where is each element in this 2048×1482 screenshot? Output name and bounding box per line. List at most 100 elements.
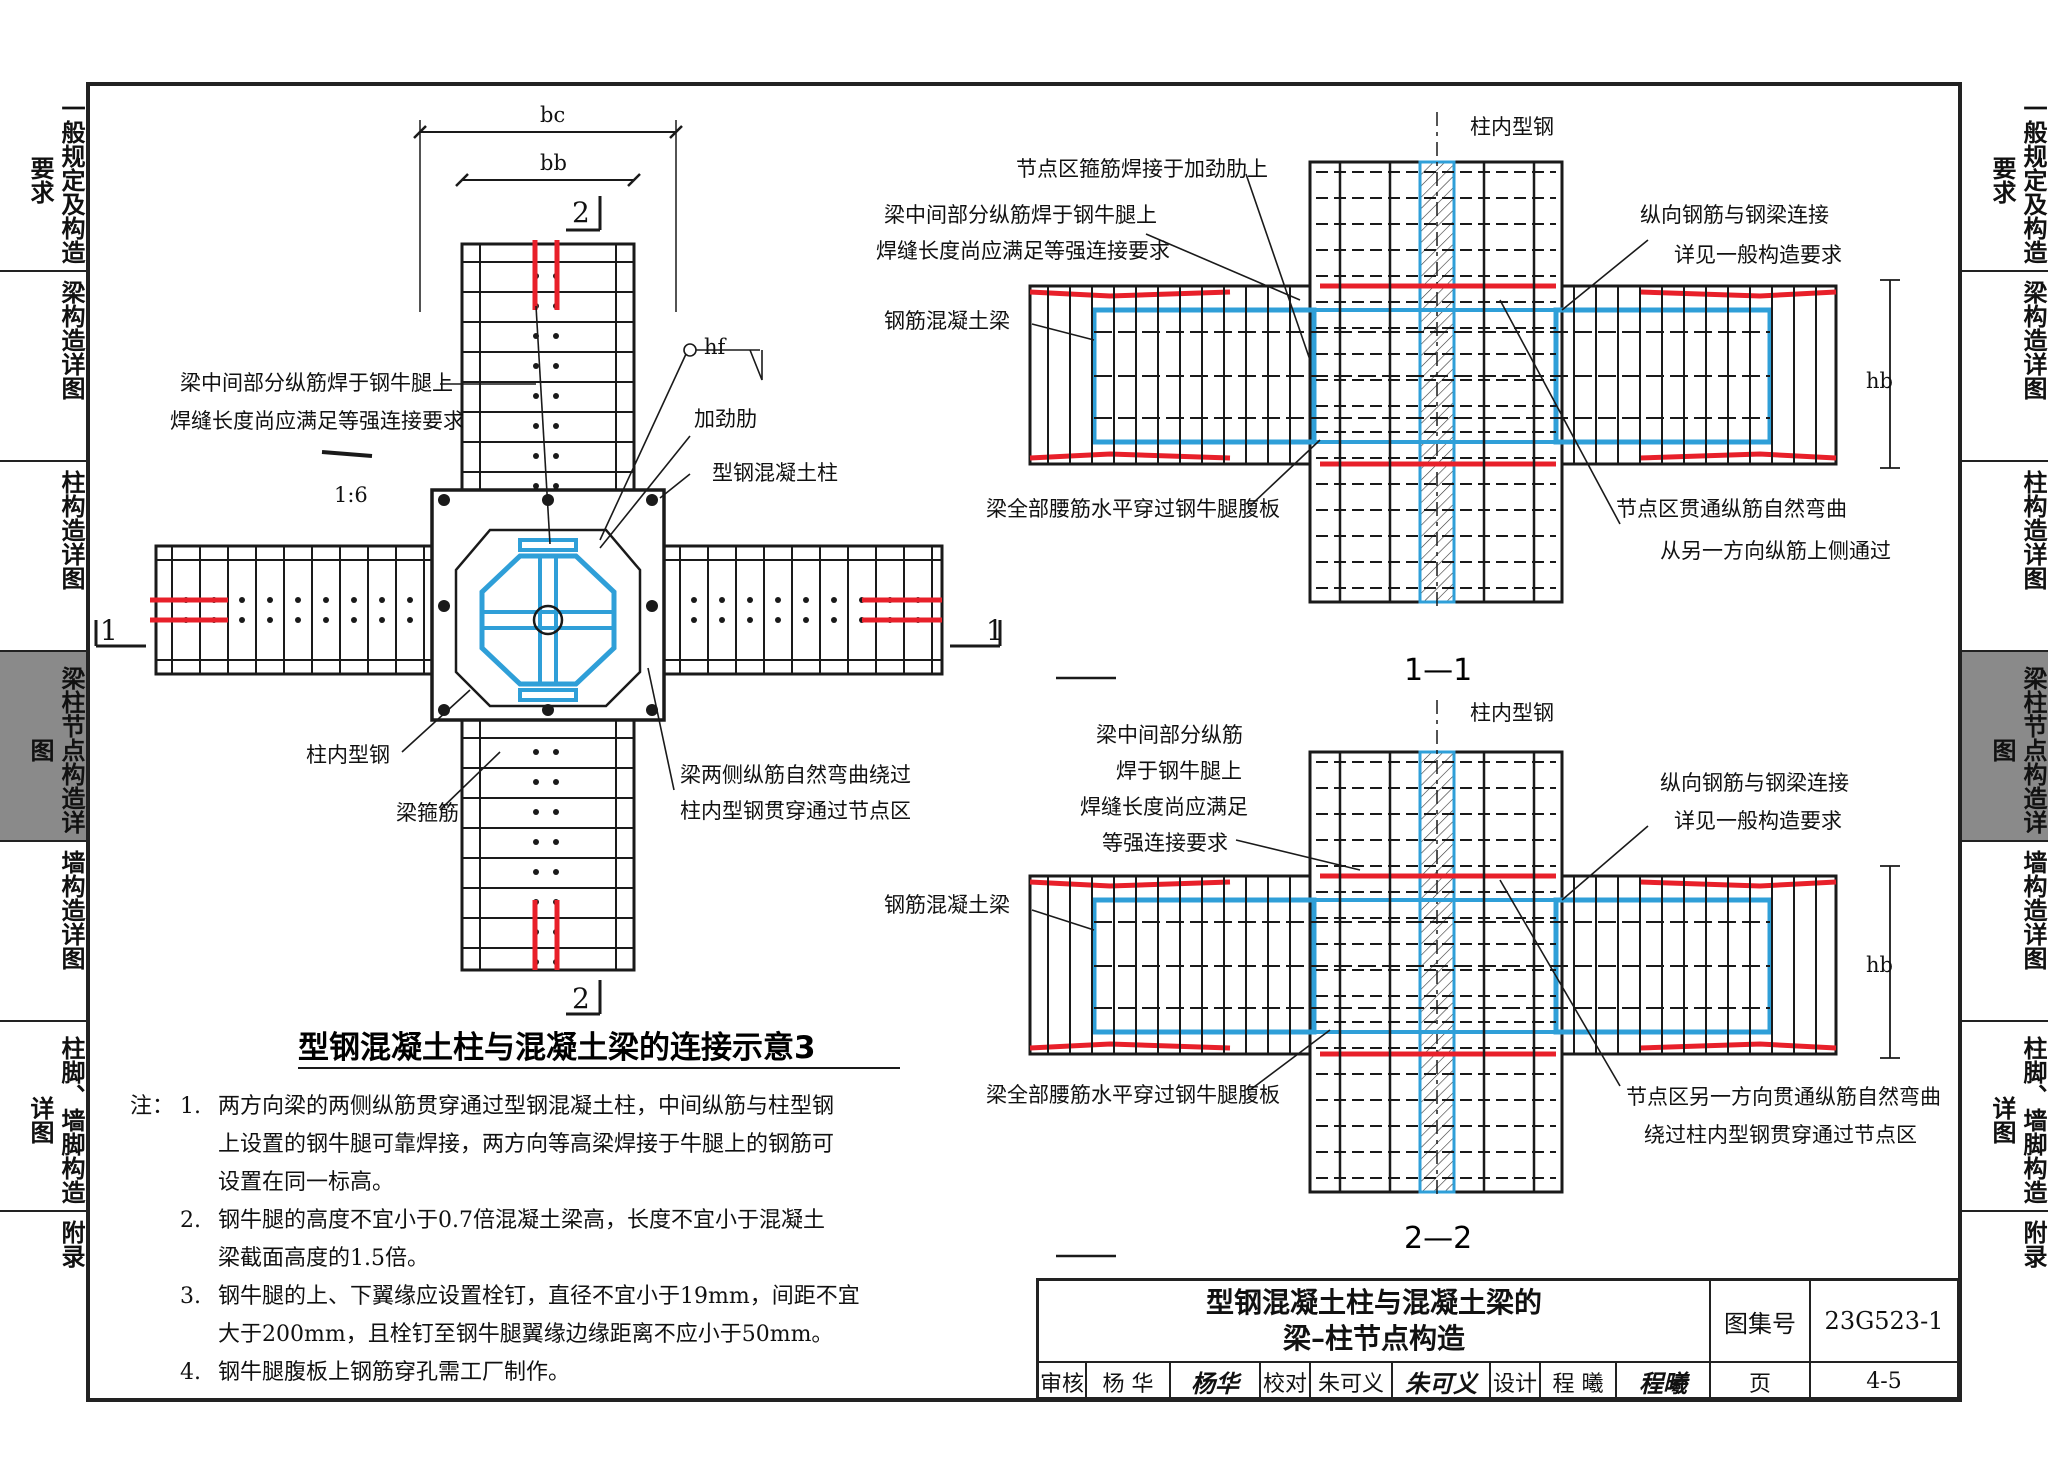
tab-appendix-right[interactable]: 附录 — [1962, 1212, 2048, 1402]
note-line: 大于200mm，且栓钉至钢牛腿翼缘边缘距离不应小于50mm。 — [218, 1322, 834, 1347]
section-markers — [94, 196, 1002, 1016]
dim-bc-label: bc — [540, 103, 565, 127]
plan-leaders — [321, 305, 763, 811]
tab-beam-details-left[interactable]: 梁构造详图 — [0, 272, 86, 462]
tab-wall-details-right[interactable]: 墙构造详图 — [1962, 842, 2048, 1022]
rebar-dot — [553, 839, 559, 845]
designer-signature: 程曦 — [1617, 1363, 1711, 1400]
plan-drawing — [154, 120, 944, 972]
s11-weld-line1: 梁中间部分纵筋焊于钢牛腿上 — [884, 203, 1157, 227]
rebar-dot — [553, 869, 559, 875]
s22-bend-line2: 绕过柱内型钢贯穿通过节点区 — [1644, 1123, 1917, 1147]
tab-beam-details-right[interactable]: 梁构造详图 — [1962, 272, 2048, 462]
right-chapter-tabs: 一般规定及构造要求 梁构造详图 柱构造详图 梁柱节点构造详图 墙构造详图 柱脚、… — [1962, 82, 2048, 1402]
section-2-bottom-label: 2 — [572, 982, 590, 1015]
note-number: 3. — [180, 1284, 201, 1309]
rebar-dot — [803, 617, 809, 623]
plan-drawing-title: 型钢混凝土柱与混凝土梁的连接示意3 — [298, 1030, 816, 1066]
rebar-dot — [407, 617, 413, 623]
dim-bb-label: bb — [540, 151, 567, 175]
tab-column-details-right[interactable]: 柱构造详图 — [1962, 462, 2048, 652]
weld-note-line2: 焊缝长度尚应满足等强连接要求 — [170, 409, 464, 433]
column-bar — [438, 494, 450, 506]
section-1-right-label: 1 — [986, 614, 1004, 647]
s22-conn-line1: 纵向钢筋与钢梁连接 — [1660, 771, 1849, 795]
s22-weld-line1: 梁中间部分纵筋 — [1096, 723, 1243, 747]
tab-general-rules-right[interactable]: 一般规定及构造要求 — [1962, 82, 2048, 272]
atlas-number-value: 23G523-1 — [1811, 1281, 1957, 1363]
drawing-title-line1: 型钢混凝土柱与混凝土梁的 — [1205, 1286, 1542, 1319]
tab-appendix-left[interactable]: 附录 — [0, 1212, 86, 1402]
rebar-dot — [553, 749, 559, 755]
s22-rc-beam-label: 钢筋混凝土梁 — [884, 893, 1010, 917]
s11-conn-line2: 详见一般构造要求 — [1674, 243, 1842, 267]
s11-steel-label: 柱内型钢 — [1470, 115, 1554, 139]
section-2-2-bars — [1047, 752, 1817, 1192]
section-1-1-bars — [1047, 162, 1817, 602]
s11-weld-line2: 焊缝长度尚应满足等强连接要求 — [876, 239, 1170, 263]
rebar-dot — [407, 597, 413, 603]
s11-bend-line1: 节点区贯通纵筋自然弯曲 — [1616, 497, 1847, 521]
check-label: 校对 — [1261, 1363, 1311, 1400]
rebar-dot — [533, 453, 539, 459]
plan-labels: bc bb hf 1:6 1 1 2 2 梁中间部分纵筋焊于钢牛腿上 焊缝长度尚… — [100, 103, 1004, 1069]
note-line: 钢牛腿的高度不宜小于0.7倍混凝土梁高，长度不宜小于混凝土 — [218, 1208, 825, 1233]
s11-conn-line1: 纵向钢筋与钢梁连接 — [1640, 203, 1829, 227]
note-number: 4. — [180, 1360, 201, 1385]
note-line: 钢牛腿腹板上钢筋穿孔需工厂制作。 — [218, 1360, 571, 1385]
title-block: 型钢混凝土柱与混凝土梁的 梁–柱节点构造 图集号 23G523-1 审核 杨 华… — [1036, 1278, 1960, 1400]
rebar-dot — [323, 597, 329, 603]
tab-column-details-left[interactable]: 柱构造详图 — [0, 462, 86, 652]
tab-label: 一般规定及构造要求 — [26, 96, 85, 264]
tab-label: 柱构造详图 — [2019, 470, 2047, 590]
steel-in-column-label: 柱内型钢 — [306, 743, 390, 767]
tab-general-rules-left[interactable]: 一般规定及构造要求 — [0, 82, 86, 272]
column-bar — [438, 600, 450, 612]
tab-label: 梁构造详图 — [57, 280, 85, 400]
drawing-frame — [86, 82, 1962, 1402]
column-bar — [438, 704, 450, 716]
tab-label: 梁柱节点构造详图 — [26, 666, 85, 834]
note-item-3: 3. 钢牛腿的上、下翼缘应设置栓钉，直径不宜小于19mm，间距不宜 大于200m… — [130, 1278, 920, 1354]
note-item-2: 2. 钢牛腿的高度不宜小于0.7倍混凝土梁高，长度不宜小于混凝土 梁截面高度的1… — [130, 1202, 920, 1278]
tab-footing-details-right[interactable]: 柱脚、墙脚构造详图 — [1962, 1022, 2048, 1212]
designer-name: 程 曦 — [1541, 1363, 1617, 1400]
notes-head: 注： — [130, 1094, 175, 1119]
plan-rebar-ends — [150, 240, 942, 970]
rebar-dot — [533, 809, 539, 815]
note-number: 1. — [180, 1094, 201, 1119]
tab-wall-details-left[interactable]: 墙构造详图 — [0, 842, 86, 1022]
rebar-dot — [691, 617, 697, 623]
s22-steel-label: 柱内型钢 — [1470, 701, 1554, 725]
note-item-1: 注： 1. 两方向梁的两侧纵筋贯穿通过型钢混凝土柱，中间纵筋与柱型钢 上设置的钢… — [130, 1088, 920, 1202]
note-item-4: 4. 钢牛腿腹板上钢筋穿孔需工厂制作。 — [130, 1354, 920, 1392]
rebar-dot — [553, 363, 559, 369]
note-line: 上设置的钢牛腿可靠焊接，两方向等高梁焊接于牛腿上的钢筋可 — [218, 1132, 835, 1157]
column-bar — [542, 704, 554, 716]
rebar-dot — [553, 423, 559, 429]
tab-beam-column-joint-right[interactable]: 梁柱节点构造详图 — [1962, 652, 2048, 842]
note-number: 2. — [180, 1208, 201, 1233]
drawing-title: 型钢混凝土柱与混凝土梁的 梁–柱节点构造 — [1039, 1281, 1711, 1363]
column-steel-section — [479, 538, 617, 702]
rebar-dot — [239, 617, 245, 623]
reviewer-signature: 杨华 — [1171, 1363, 1261, 1400]
tab-footing-details-left[interactable]: 柱脚、墙脚构造详图 — [0, 1022, 86, 1212]
bend-note-line1: 梁两侧纵筋自然弯曲绕过 — [680, 763, 911, 787]
rebar-dot — [803, 597, 809, 603]
rebar-dot — [719, 597, 725, 603]
section-1-1-drawing — [1028, 112, 1900, 680]
drawing-title-line2: 梁–柱节点构造 — [1282, 1322, 1465, 1355]
section-1-1-labels: 柱内型钢 节点区箍筋焊接于加劲肋上 梁中间部分纵筋焊于钢牛腿上 焊缝长度尚应满足… — [876, 115, 1893, 688]
tab-label: 柱构造详图 — [57, 470, 85, 590]
rebar-dot — [267, 617, 273, 623]
tab-beam-column-joint-left[interactable]: 梁柱节点构造详图 — [0, 652, 86, 842]
section-2-2-title: 2—2 — [1404, 1221, 1472, 1256]
tab-label: 附录 — [57, 1220, 85, 1268]
s22-hb-label: hb — [1866, 953, 1893, 977]
src-column-label: 型钢混凝土柱 — [712, 461, 838, 485]
column-bar — [646, 600, 658, 612]
section-2-top-label: 2 — [572, 196, 590, 229]
rebar-dot — [533, 483, 539, 489]
